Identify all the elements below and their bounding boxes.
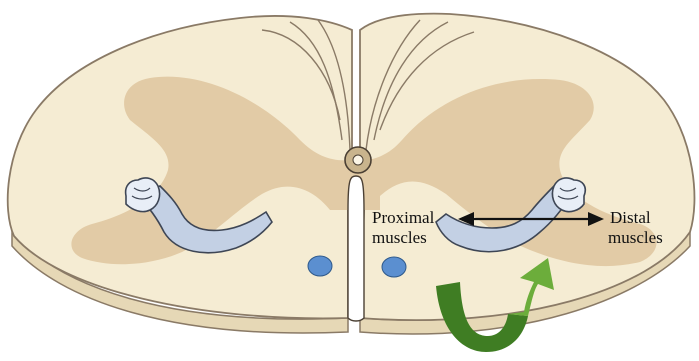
left-nucleus-dot [308,256,332,276]
right-nucleus-dot [382,257,406,277]
central-canal [345,147,371,173]
ventral-median-fissure [348,176,364,321]
distal-label-line1: Distal [608,208,663,228]
distal-label: Distal muscles [608,208,663,248]
distal-label-line2: muscles [608,228,663,248]
proximal-label-line1: Proximal [372,208,434,228]
proximal-label-line2: muscles [372,228,434,248]
proximal-label: Proximal muscles [372,208,434,248]
